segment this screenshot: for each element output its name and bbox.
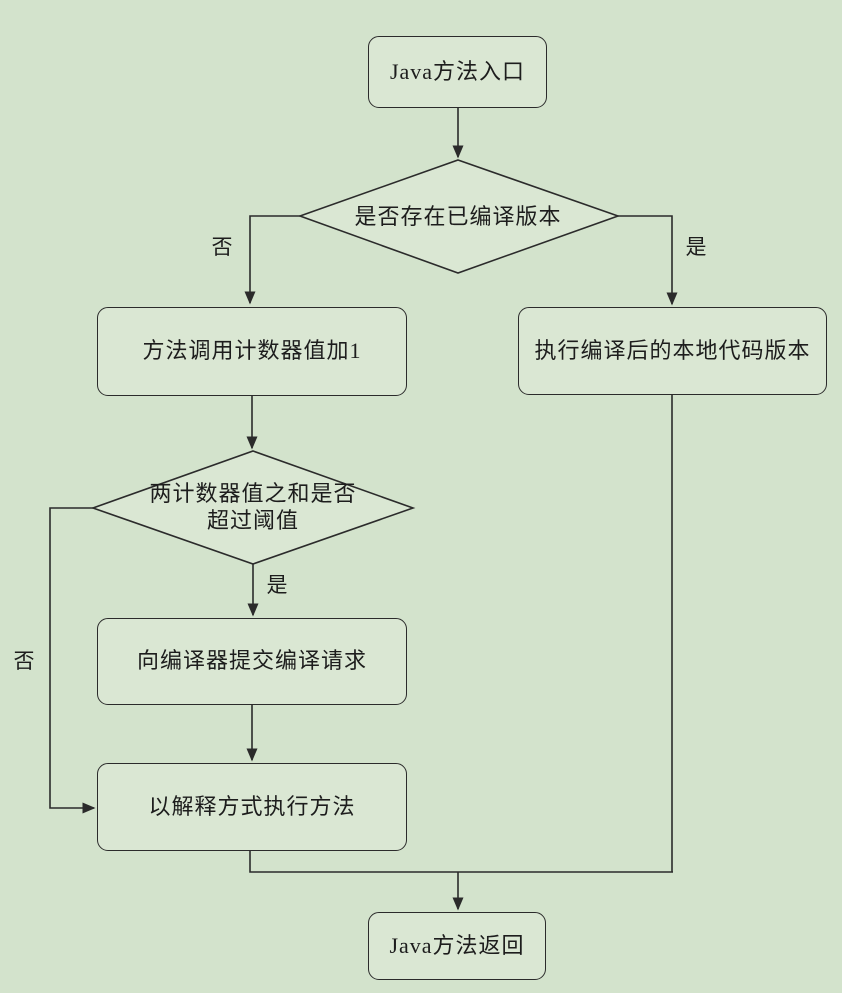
- edge-label-compiled-yes: 是: [685, 235, 707, 259]
- node-submit-compile-request: 向编译器提交编译请求: [97, 618, 407, 705]
- node-java-method-entry: Java方法入口: [368, 36, 547, 108]
- decision-threshold-label: 两计数器值之和是否 超过阈值: [143, 476, 363, 538]
- node-increment-invocation-counter: 方法调用计数器值加1: [97, 307, 407, 396]
- node-execute-interpreted: 以解释方式执行方法: [97, 763, 407, 851]
- node-java-method-return: Java方法返回: [368, 912, 546, 980]
- edge-decision-threshold-no-loop-to-interpret: [49, 507, 96, 814]
- edge-label-compiled-no: 否: [211, 235, 233, 259]
- edge-label-threshold-yes: 是: [266, 573, 288, 597]
- edge-label-threshold-no: 否: [13, 649, 35, 673]
- decision-compiled-label: 是否存在已编译版本: [354, 204, 562, 230]
- node-execute-compiled-native-code: 执行编译后的本地代码版本: [518, 307, 827, 395]
- decision-compiled-diamond: [297, 159, 621, 274]
- edge-decision-compiled-no-to-counter: [244, 215, 300, 305]
- decision-threshold-label-line1: 两计数器值之和是否: [149, 480, 357, 506]
- edge-interpret-to-merge: [249, 851, 673, 873]
- decision-threshold-label-line2: 超过阈值: [206, 508, 299, 533]
- edge-decision-compiled-yes-to-native: [618, 215, 678, 306]
